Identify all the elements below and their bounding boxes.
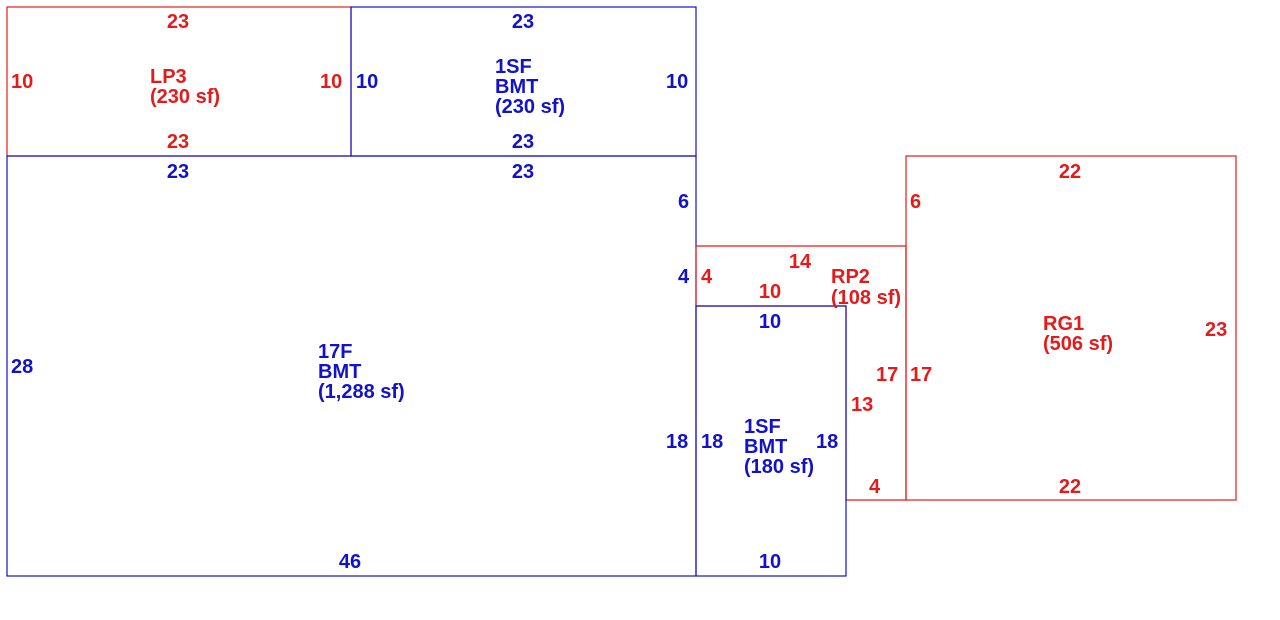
- sf1-top-top-dim: 23: [512, 11, 534, 33]
- sf1-small-left-dim: 18: [701, 431, 723, 453]
- lp3-area: (230 sf): [150, 86, 220, 108]
- rg1-code: RG1: [1043, 313, 1084, 335]
- main-right-dim-c: 18: [666, 431, 688, 453]
- sf1-top-bottom-dim: 23: [512, 131, 534, 153]
- sf1-top-left-dim: 10: [356, 71, 378, 93]
- lp3-left-dim: 10: [11, 71, 33, 93]
- rg1-top-dim: 22: [1059, 161, 1081, 183]
- rp2-left-dim: 4: [701, 266, 713, 288]
- sf1-top-line1: 1SF: [495, 56, 532, 78]
- main-top-dim-b: 23: [512, 161, 534, 183]
- sf1-top-line2: BMT: [495, 76, 538, 98]
- lp3-bottom-dim: 23: [167, 131, 189, 153]
- main-right-dim-a: 6: [678, 191, 689, 213]
- rp2-area: (108 sf): [831, 287, 901, 309]
- lp3-code: LP3: [150, 66, 187, 88]
- main-right-dim-b: 4: [678, 266, 690, 288]
- rg1-left-dim-b: 17: [910, 364, 932, 386]
- sf1-top-right-dim: 10: [666, 71, 688, 93]
- rg1-bottom-dim: 22: [1059, 476, 1081, 498]
- lp3-right-dim: 10: [320, 71, 342, 93]
- sf1-top-area: (230 sf): [495, 96, 565, 118]
- main-line2: BMT: [318, 361, 361, 383]
- rg1-right-dim: 23: [1205, 319, 1227, 341]
- main-line1: 17F: [318, 341, 352, 363]
- sf1-small-bottom-dim: 10: [759, 551, 781, 573]
- rp2-top-dim: 14: [789, 251, 812, 273]
- sf1-small-line2: BMT: [744, 436, 787, 458]
- sf1-small-right-dim: 18: [816, 431, 838, 453]
- main-left-dim: 28: [11, 356, 33, 378]
- sf1-small-outline: [695, 305, 847, 577]
- main-area: (1,288 sf): [318, 381, 405, 403]
- rg1-area: (506 sf): [1043, 333, 1113, 355]
- sf1-small-area: (180 sf): [744, 456, 814, 478]
- sf1-small-top-dim: 10: [759, 311, 781, 333]
- rp2-inner-right-dim: 13: [851, 394, 873, 416]
- main-top-dim-a: 23: [167, 161, 189, 183]
- rg1-left-dim-a: 6: [910, 191, 921, 213]
- lp3-top-dim: 23: [167, 11, 189, 33]
- rp2-inner-top-dim: 10: [759, 281, 781, 303]
- sf1-small-line1: 1SF: [744, 416, 781, 438]
- rp2-right-dim: 17: [876, 364, 898, 386]
- rp2-bottom-dim: 4: [869, 476, 881, 498]
- rg1-outline: [905, 155, 1237, 501]
- main-bottom-dim: 46: [339, 551, 361, 573]
- rp2-code: RP2: [831, 266, 870, 288]
